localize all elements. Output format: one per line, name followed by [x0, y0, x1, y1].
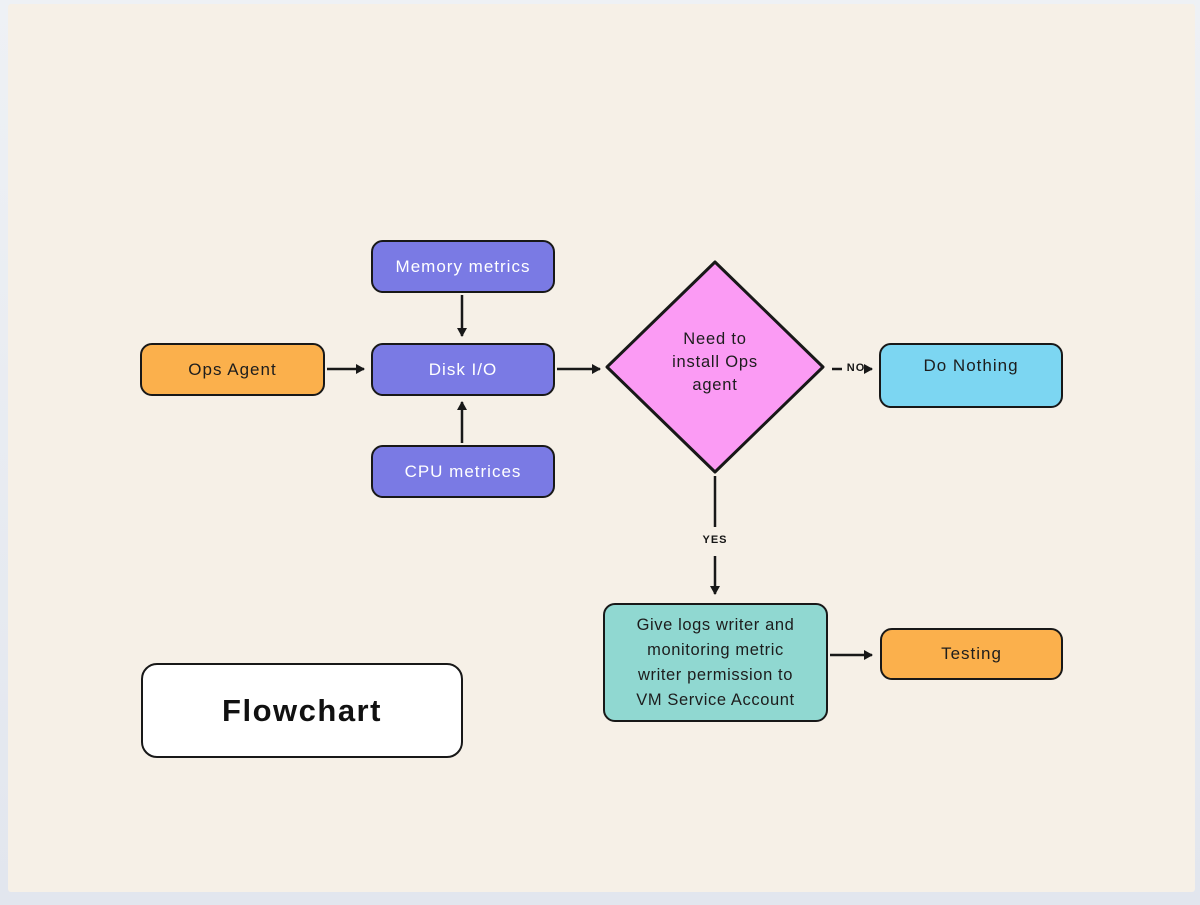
edge-label-yes: YES [702, 534, 728, 546]
node-testing: Testing [880, 628, 1063, 680]
give-permission-line: VM Service Account [636, 690, 795, 709]
node-memory-metrics-label: Memory metrics [395, 256, 531, 276]
diagram-title-box: Flowchart [141, 663, 463, 758]
node-disk-io: Disk I/O [371, 343, 555, 396]
node-do-nothing: Do Nothing [879, 343, 1063, 408]
node-do-nothing-label: Do Nothing [923, 356, 1019, 375]
node-testing-label: Testing [941, 644, 1002, 663]
node-cpu-metrices-label: CPU metrices [404, 461, 522, 481]
node-ops-agent: Ops Agent [140, 343, 325, 396]
diagram-title: Flowchart [222, 692, 382, 728]
node-memory-metrics: Memory metrics [371, 240, 555, 293]
canvas-paper [8, 4, 1195, 892]
decision-line: install Ops [672, 353, 758, 371]
give-permission-line: writer permission to [637, 665, 794, 684]
node-disk-io-label: Disk I/O [428, 359, 498, 379]
node-ops-agent-label: Ops Agent [188, 359, 277, 379]
edge-label-no: NO [846, 362, 866, 374]
decision-line: Need to [683, 330, 747, 348]
node-cpu-metrices: CPU metrices [371, 445, 555, 498]
node-give-permission: Give logs writer and monitoring metric w… [603, 603, 828, 722]
give-permission-line: monitoring metric [647, 640, 784, 659]
give-permission-line: Give logs writer and [636, 615, 795, 634]
decision-line: agent [692, 376, 738, 394]
node-decision-label: Need to install Ops agent [645, 328, 785, 397]
